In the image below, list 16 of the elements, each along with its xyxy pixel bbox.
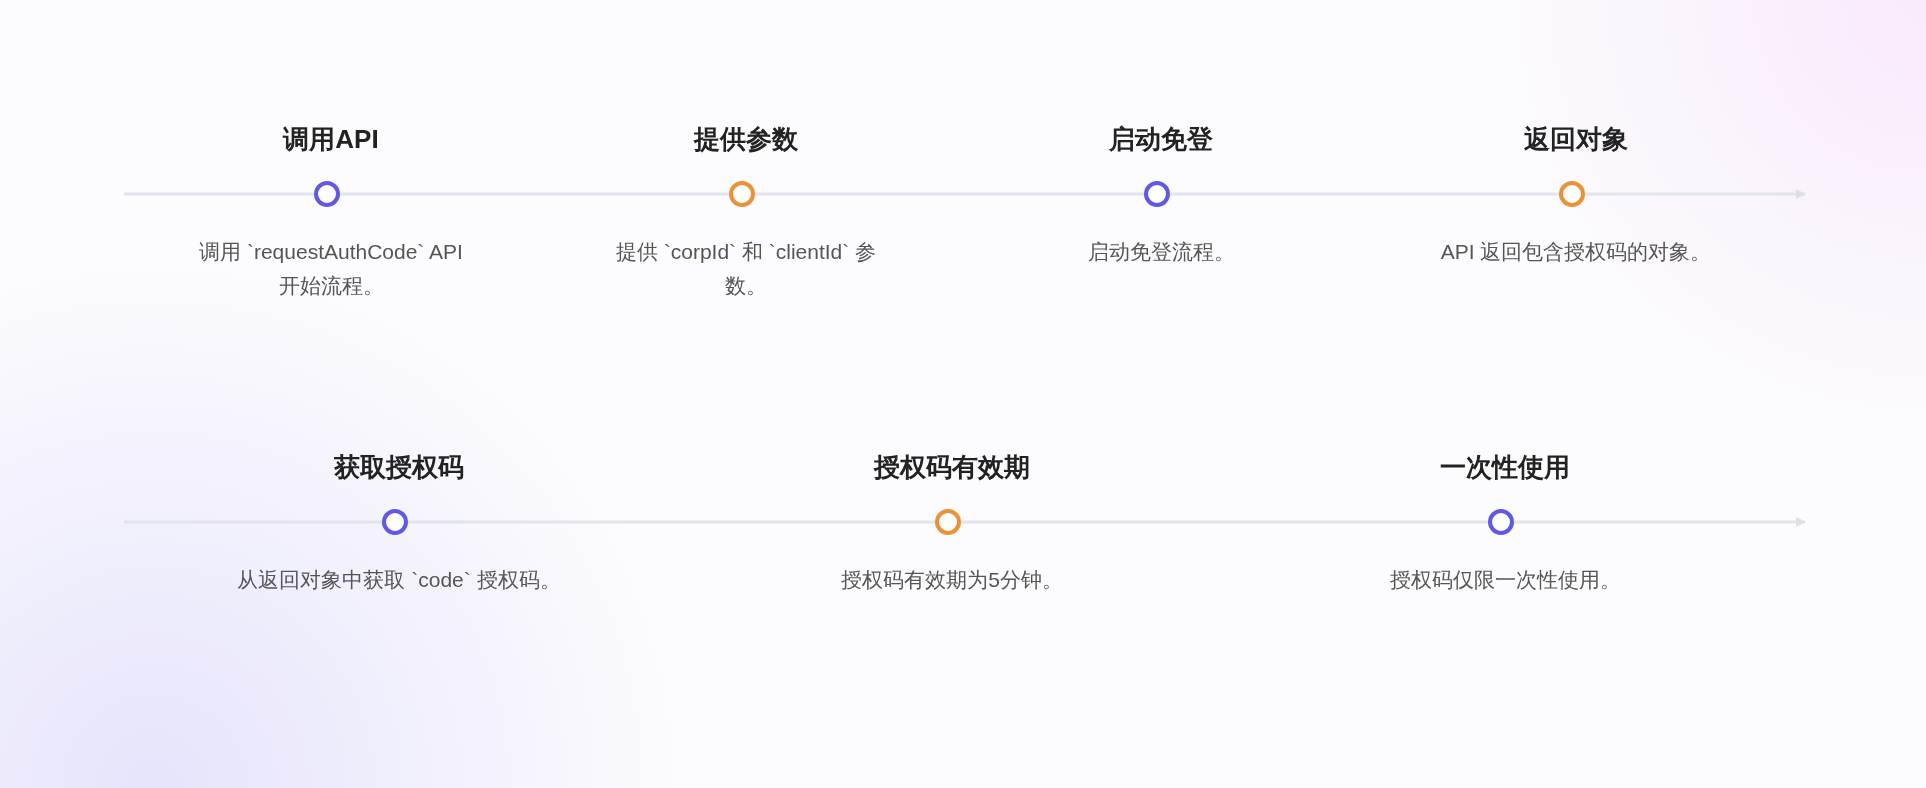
step-title: 调用API [283,123,379,156]
step-title: 启动免登 [1109,123,1213,156]
timeline-arrow [1514,517,1806,527]
step-description: API 返回包含授权码的对象。 [1439,239,1713,265]
timeline-arrow [1585,189,1806,199]
step-description: 提供 `corpId` 和 `clientId` 参数。 [614,239,878,299]
step-description: 调用 `requestAuthCode` API 开始流程。 [198,239,464,299]
step-title: 提供参数 [694,123,798,156]
step-title: 一次性使用 [1440,451,1570,484]
step-title: 获取授权码 [334,451,464,484]
step-description: 授权码有效期为5分钟。 [840,567,1064,593]
step-title: 授权码有效期 [874,451,1030,484]
step-title: 返回对象 [1524,123,1628,156]
step-description: 启动免登流程。 [1086,239,1236,265]
step-description: 从返回对象中获取 `code` 授权码。 [236,567,562,593]
step-description: 授权码仅限一次性使用。 [1388,567,1622,593]
